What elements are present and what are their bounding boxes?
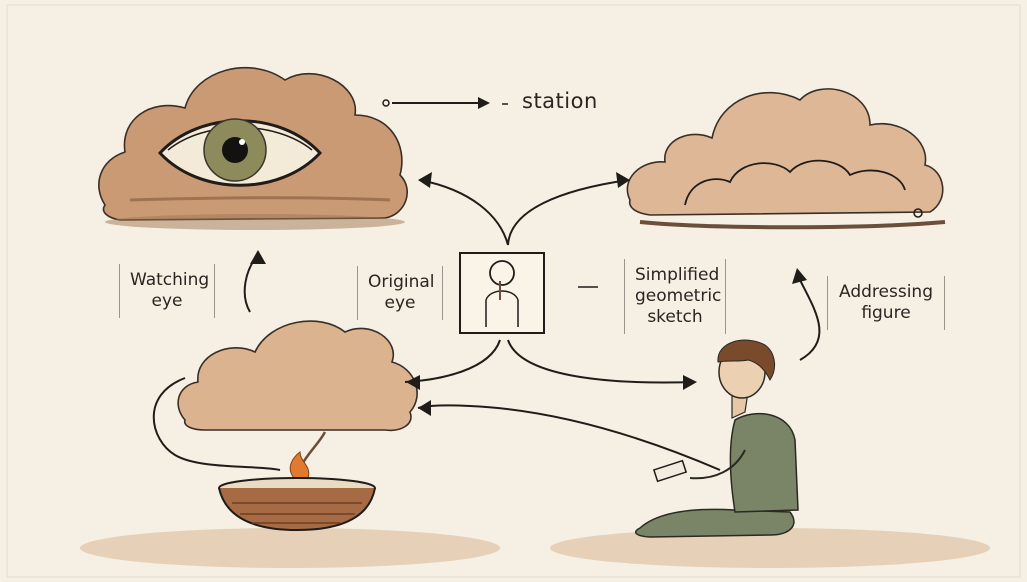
simplified-sketch-label: Simplified geometric sketch: [624, 259, 726, 334]
sketch-frame: [459, 252, 545, 334]
addressing-figure-label: Addressing figure: [827, 276, 945, 330]
empty-cloud: [626, 88, 946, 230]
seated-person: [634, 339, 799, 538]
bottom-cloud: [177, 320, 418, 432]
bowl-ground-shadow: [80, 528, 500, 568]
figure-ground-shadow: [550, 528, 990, 568]
original-eye-label: Original eye: [357, 266, 443, 320]
station-label: station: [522, 89, 598, 113]
arrow-heads: [250, 97, 807, 416]
station-origin-dot: [382, 99, 390, 107]
connector-arrows: [152, 102, 821, 471]
watching-eye-icon: [157, 118, 323, 187]
watching-eye-label: Watching eye: [119, 264, 215, 318]
offering-bowl-icon: [218, 451, 376, 532]
image-frame: [6, 4, 1021, 578]
